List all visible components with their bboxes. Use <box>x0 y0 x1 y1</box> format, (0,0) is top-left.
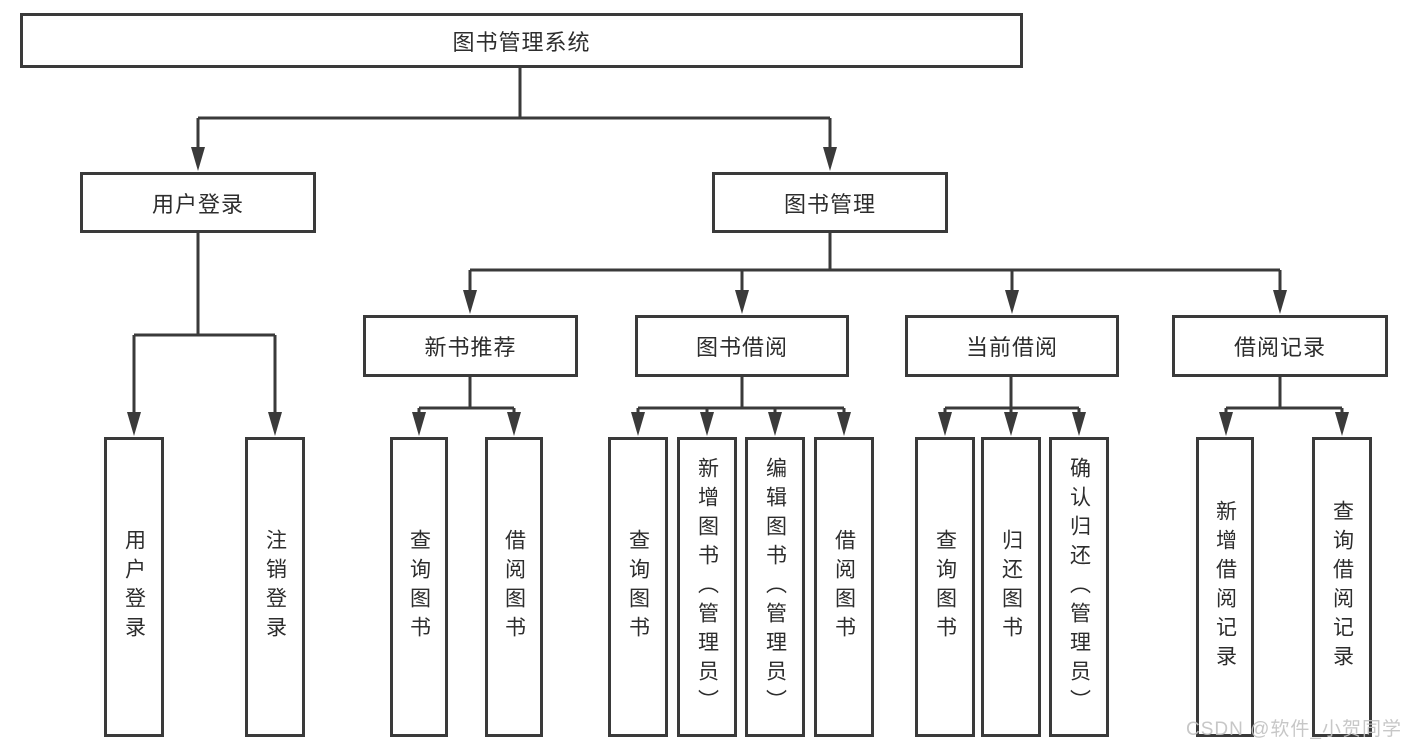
leaf-return-books: 归还图书 <box>981 437 1041 737</box>
node-borrow-records: 借阅记录 <box>1172 315 1388 377</box>
csdn-watermark: CSDN @软件_小贺同学 <box>1186 719 1402 740</box>
leaf-borrow-books: 借阅图书 <box>814 437 874 737</box>
node-new-book-rec: 新书推荐 <box>363 315 578 377</box>
node-current-borrow: 当前借阅 <box>905 315 1119 377</box>
leaf-add-books-admin: 新增图书（管理员） <box>677 437 737 737</box>
leaf-rec-borrow-books: 借阅图书 <box>485 437 543 737</box>
leaf-query-borrow-record: 查询借阅记录 <box>1312 437 1372 737</box>
node-book-borrow: 图书借阅 <box>635 315 849 377</box>
leaf-rec-query-books: 查询图书 <box>390 437 448 737</box>
leaf-confirm-return-admin: 确认归还（管理员） <box>1049 437 1109 737</box>
leaf-borrow-query-books: 查询图书 <box>608 437 668 737</box>
arrowhead-icons <box>127 147 1349 436</box>
node-system-root: 图书管理系统 <box>20 13 1023 68</box>
node-user-login: 用户登录 <box>80 172 316 233</box>
leaf-add-borrow-record: 新增借阅记录 <box>1196 437 1254 737</box>
leaf-logout: 注销登录 <box>245 437 305 737</box>
leaf-current-query-books: 查询图书 <box>915 437 975 737</box>
leaf-user-login: 用户登录 <box>104 437 164 737</box>
leaf-edit-books-admin: 编辑图书（管理员） <box>745 437 805 737</box>
node-book-mgmt: 图书管理 <box>712 172 948 233</box>
